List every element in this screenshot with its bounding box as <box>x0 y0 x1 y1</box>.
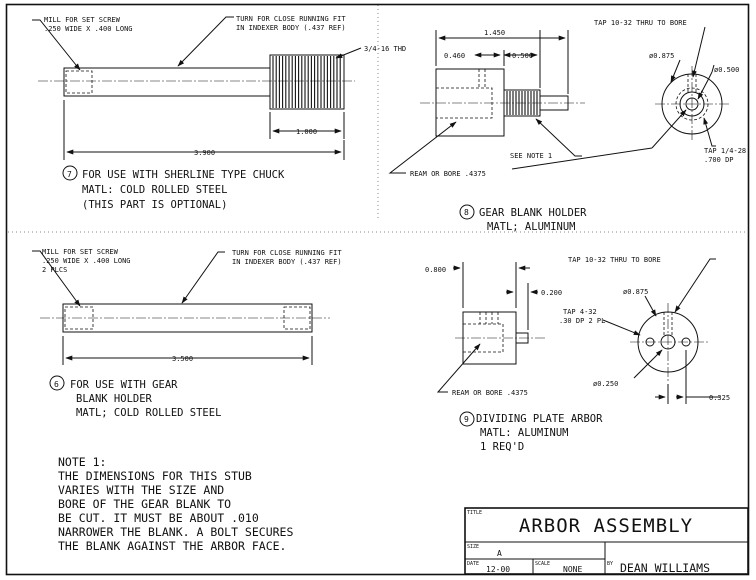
part-9-view <box>436 258 720 427</box>
note1-line5: NARROWER THE BLANK. A BOLT SECURES <box>58 525 293 539</box>
p7-thread-label: 3/4-16 THD <box>364 45 406 53</box>
p8-note-line1: GEAR BLANK HOLDER <box>479 207 587 219</box>
part-6-view <box>32 250 330 391</box>
drawing-title: ARBOR ASSEMBLY <box>519 515 693 537</box>
part-8-view <box>388 26 730 220</box>
p8-dim-overall: 1.450 <box>484 29 505 37</box>
p7-note-line2: MATL: COLD ROLLED STEEL <box>82 184 227 196</box>
p6-callout-mill-line3: 2 PLCS <box>42 266 67 274</box>
p6-dim-overall: 3.500 <box>172 355 193 363</box>
p9-note-line3: 1 REQ'D <box>480 441 524 453</box>
scale-value: NONE <box>563 565 582 574</box>
p7-callout-turn-line2: IN INDEXER BODY (.437 REF) <box>236 24 346 32</box>
p8-dia-inner: ø0.500 <box>714 66 739 74</box>
p8-dia-outer: ø0.875 <box>649 52 674 60</box>
p9-dim-pin: 0.200 <box>541 289 562 297</box>
size-value: A <box>497 549 502 558</box>
p8-number: 8 <box>464 208 469 217</box>
p9-tap-holes-line2: .30 DP 2 PL <box>559 317 605 325</box>
p9-note-line2: MATL: ALUMINUM <box>480 427 569 439</box>
date-label: DATE <box>467 561 479 567</box>
sheet-border <box>5 3 750 576</box>
p6-callout-turn-line2: IN INDEXER BODY (.437 REF) <box>232 258 342 266</box>
note1-line2: VARIES WITH THE SIZE AND <box>58 483 224 497</box>
p6-note-line3: MATL; COLD ROLLED STEEL <box>76 407 221 419</box>
note1-heading: NOTE 1: <box>58 455 106 469</box>
part-7-view <box>32 16 362 181</box>
p8-see-note: SEE NOTE 1 <box>510 152 552 160</box>
p9-tap-top: TAP 10-32 THRU TO BORE <box>568 256 661 264</box>
p7-dim-thread-length: 1.000 <box>296 128 317 136</box>
scale-label: SCALE <box>535 561 550 567</box>
p6-callout-turn-line1: TURN FOR CLOSE RUNNING FIT <box>232 249 342 257</box>
p9-dim-body: 0.800 <box>425 266 446 274</box>
note1-line3: BORE OF THE GEAR BLANK TO <box>58 497 231 511</box>
p6-note-line1: FOR USE WITH GEAR <box>70 379 178 391</box>
p8-tap-side-line1: TAP 1/4-28 <box>704 147 746 155</box>
p7-dim-overall: 3.900 <box>194 149 215 157</box>
note1-line1: THE DIMENSIONS FOR THIS STUB <box>58 469 252 483</box>
p9-number: 9 <box>464 415 469 424</box>
p7-number: 7 <box>67 170 72 179</box>
p6-number: 6 <box>54 380 59 389</box>
by-value: DEAN WILLIAMS <box>620 561 710 575</box>
size-label: SIZE <box>467 544 479 550</box>
note1-line6: THE BLANK AGAINST THE ARBOR FACE. <box>58 539 286 553</box>
p8-dim-right: 0.500 <box>512 52 533 60</box>
p9-dim-offset: 0.325 <box>709 394 730 402</box>
p7-callout-mill-line1: MILL FOR SET SCREW <box>44 16 121 24</box>
p9-tap-holes-line1: TAP 4-32 <box>563 308 597 316</box>
p7-note-line1: FOR USE WITH SHERLINE TYPE CHUCK <box>82 169 285 181</box>
p7-callout-mill-line2: .250 WIDE X .400 LONG <box>44 25 133 33</box>
p7-note-line3: (THIS PART IS OPTIONAL) <box>82 199 227 211</box>
p8-ream: REAM OR BORE .4375 <box>410 170 486 178</box>
p6-callout-mill-line1: MILL FOR SET SCREW <box>42 248 119 256</box>
p9-note-line1: DIVIDING PLATE ARBOR <box>476 413 603 425</box>
by-label: BY <box>607 561 613 567</box>
title-label: TITLE <box>467 510 482 516</box>
p9-dia-outer: ø0.875 <box>623 288 648 296</box>
p9-ream: REAM OR BORE .4375 <box>452 389 528 397</box>
p6-note-line2: BLANK HOLDER <box>76 393 153 405</box>
p8-dim-left: 0.460 <box>444 52 465 60</box>
p6-callout-mill-line2: .250 WIDE X .400 LONG <box>42 257 131 265</box>
p9-dia-pin: ø0.250 <box>593 380 618 388</box>
p8-tap-top: TAP 10-32 THRU TO BORE <box>594 19 687 27</box>
date-value: 12-00 <box>486 565 510 574</box>
p8-tap-side-line2: .700 DP <box>704 156 734 164</box>
p8-note-line2: MATL; ALUMINUM <box>487 221 576 233</box>
title-block <box>464 507 749 575</box>
note1-line4: BE CUT. IT MUST BE ABOUT .010 <box>58 511 259 525</box>
p7-callout-turn-line1: TURN FOR CLOSE RUNNING FIT <box>236 15 346 23</box>
